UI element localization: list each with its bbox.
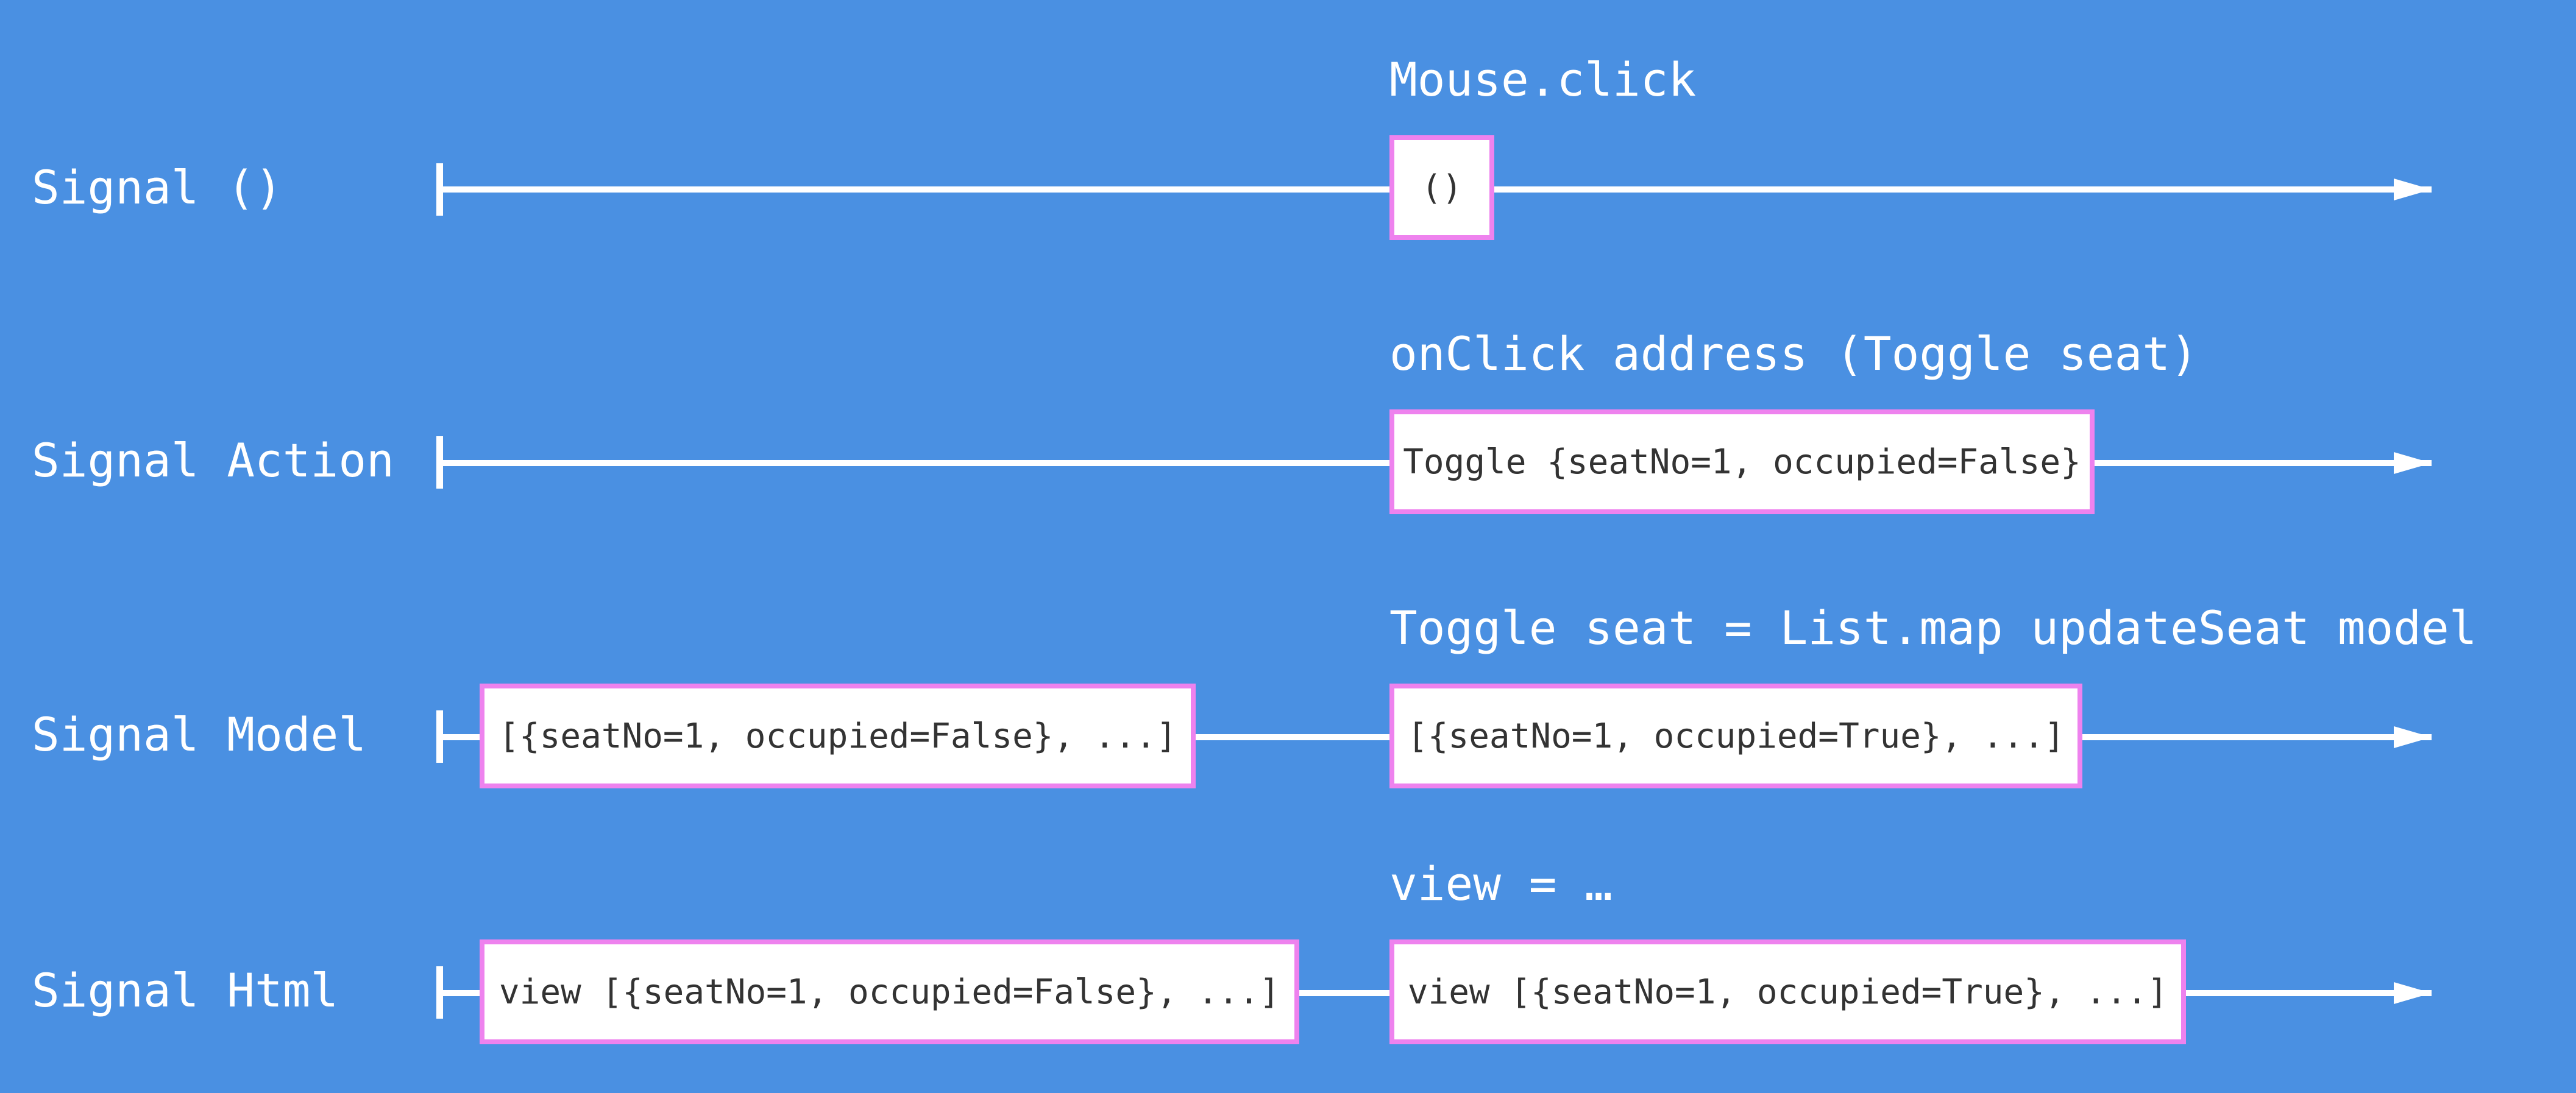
signal-label-unit: Signal (): [32, 160, 283, 214]
event-box-toggle: Toggle {seatNo=1, occupied=False}: [1389, 409, 2095, 514]
annotation-mouse-click: Mouse.click: [1389, 52, 1697, 107]
signal-label-action: Signal Action: [32, 433, 394, 487]
timeline-arrowhead: [2394, 452, 2432, 474]
timeline-arrowhead: [2394, 726, 2432, 748]
timeline-arrowhead: [2394, 982, 2432, 1004]
event-box-model-updated: [{seatNo=1, occupied=True}, ...]: [1389, 684, 2082, 788]
annotation-view: view = …: [1389, 857, 1613, 911]
event-box-html-initial: view [{seatNo=1, occupied=False}, ...]: [480, 939, 1299, 1044]
event-box-model-initial: [{seatNo=1, occupied=False}, ...]: [480, 684, 1196, 788]
event-box-html-updated: view [{seatNo=1, occupied=True}, ...]: [1389, 939, 2186, 1044]
signal-label-html: Signal Html: [32, 963, 339, 1017]
signal-label-model: Signal Model: [32, 707, 367, 762]
annotation-onclick-address: onClick address (Toggle seat): [1389, 327, 2198, 381]
timeline-start-tick: [436, 163, 443, 216]
timeline-start-tick: [436, 966, 443, 1019]
timeline-start-tick: [436, 436, 443, 489]
timeline-start-tick: [436, 710, 443, 763]
annotation-toggle-seat: Toggle seat = List.map updateSeat model: [1389, 601, 2477, 655]
timeline-arrowhead: [2394, 179, 2432, 200]
event-box-unit: (): [1389, 135, 1494, 240]
